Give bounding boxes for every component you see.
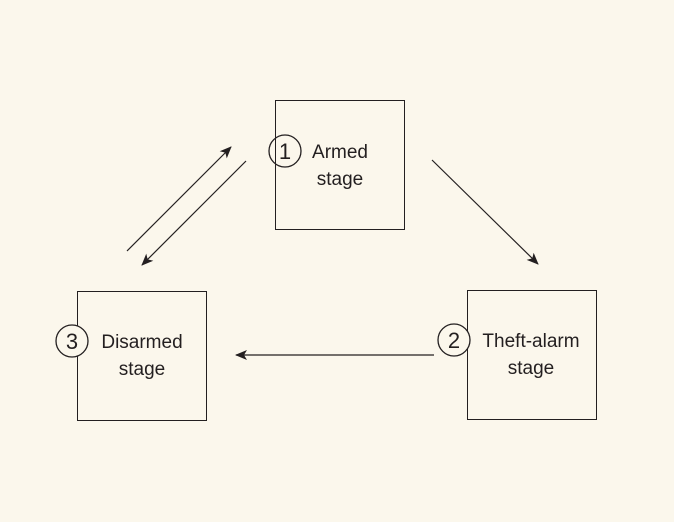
arrow-armed-to-theft-alarm xyxy=(431,159,539,265)
theft-alarm-stage-node: 2 Theft-alarm stage xyxy=(437,290,597,420)
disarmed-stage-label-line2: stage xyxy=(119,359,165,380)
armed-stage-number-circle xyxy=(268,134,302,168)
disarmed-stage-number-circle xyxy=(55,324,89,358)
armed-stage-node: 1 Armed stage xyxy=(268,100,405,230)
armed-stage-label-line1: Armed xyxy=(312,142,368,163)
disarmed-stage-node: 3 Disarmed stage xyxy=(55,291,207,421)
armed-stage-label-line2: stage xyxy=(317,169,363,190)
theft-alarm-stage-box xyxy=(467,290,597,420)
disarmed-stage-label-line1: Disarmed xyxy=(101,332,182,353)
disarmed-stage-box xyxy=(77,291,207,421)
theft-alarm-stage-label-line2: stage xyxy=(508,358,554,379)
arrow-armed-to-disarmed xyxy=(141,160,247,266)
theft-alarm-stage-label-line1: Theft-alarm xyxy=(482,331,579,352)
theft-alarm-stage-number-circle xyxy=(437,323,471,357)
theft-alarm-stage-number: 2 xyxy=(448,328,460,353)
arrow-disarmed-to-armed xyxy=(126,146,232,252)
armed-stage-number: 1 xyxy=(279,139,291,164)
disarmed-stage-number: 3 xyxy=(66,329,78,354)
armed-stage-box xyxy=(275,100,405,230)
